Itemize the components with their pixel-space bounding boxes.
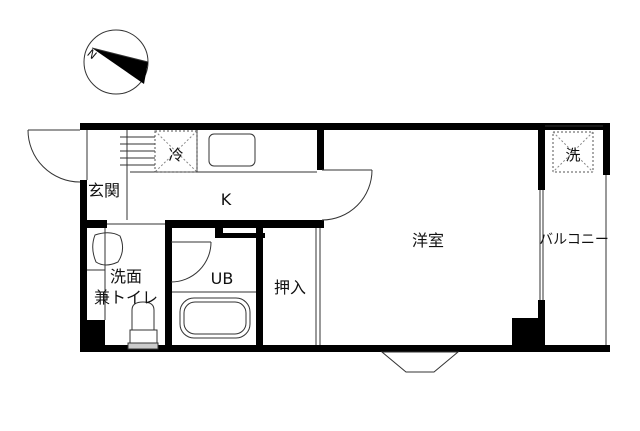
- fridge-space: 冷: [154, 130, 198, 173]
- door-unit-bath: [170, 241, 212, 283]
- balcony-label: バルコニー: [539, 232, 609, 248]
- washroom-label-1: 洗面: [110, 267, 142, 286]
- shoe-rack: [120, 136, 155, 166]
- door-entrance: [27, 129, 81, 183]
- bay-window: [380, 351, 460, 373]
- western-room-label: 洋室: [412, 231, 444, 250]
- washer-label: 洗: [565, 146, 580, 164]
- bathtub: [172, 291, 256, 339]
- washroom-label-2: 兼トイレ: [94, 288, 158, 307]
- kitchen-label: K: [221, 190, 232, 209]
- unit-bath-label: UB: [211, 269, 234, 288]
- washer-space: 洗: [552, 131, 594, 173]
- thin-lines: [86, 125, 607, 345]
- door-western-room: [321, 169, 373, 221]
- walls: [80, 123, 610, 352]
- entrance-label: 玄関: [88, 181, 120, 200]
- fridge-label: 冷: [168, 146, 183, 164]
- closet-label: 押入: [274, 278, 306, 297]
- washbasin: [92, 232, 124, 266]
- kitchen-sink: [208, 133, 256, 167]
- toilet: [127, 301, 159, 350]
- compass-icon: N: [83, 29, 149, 95]
